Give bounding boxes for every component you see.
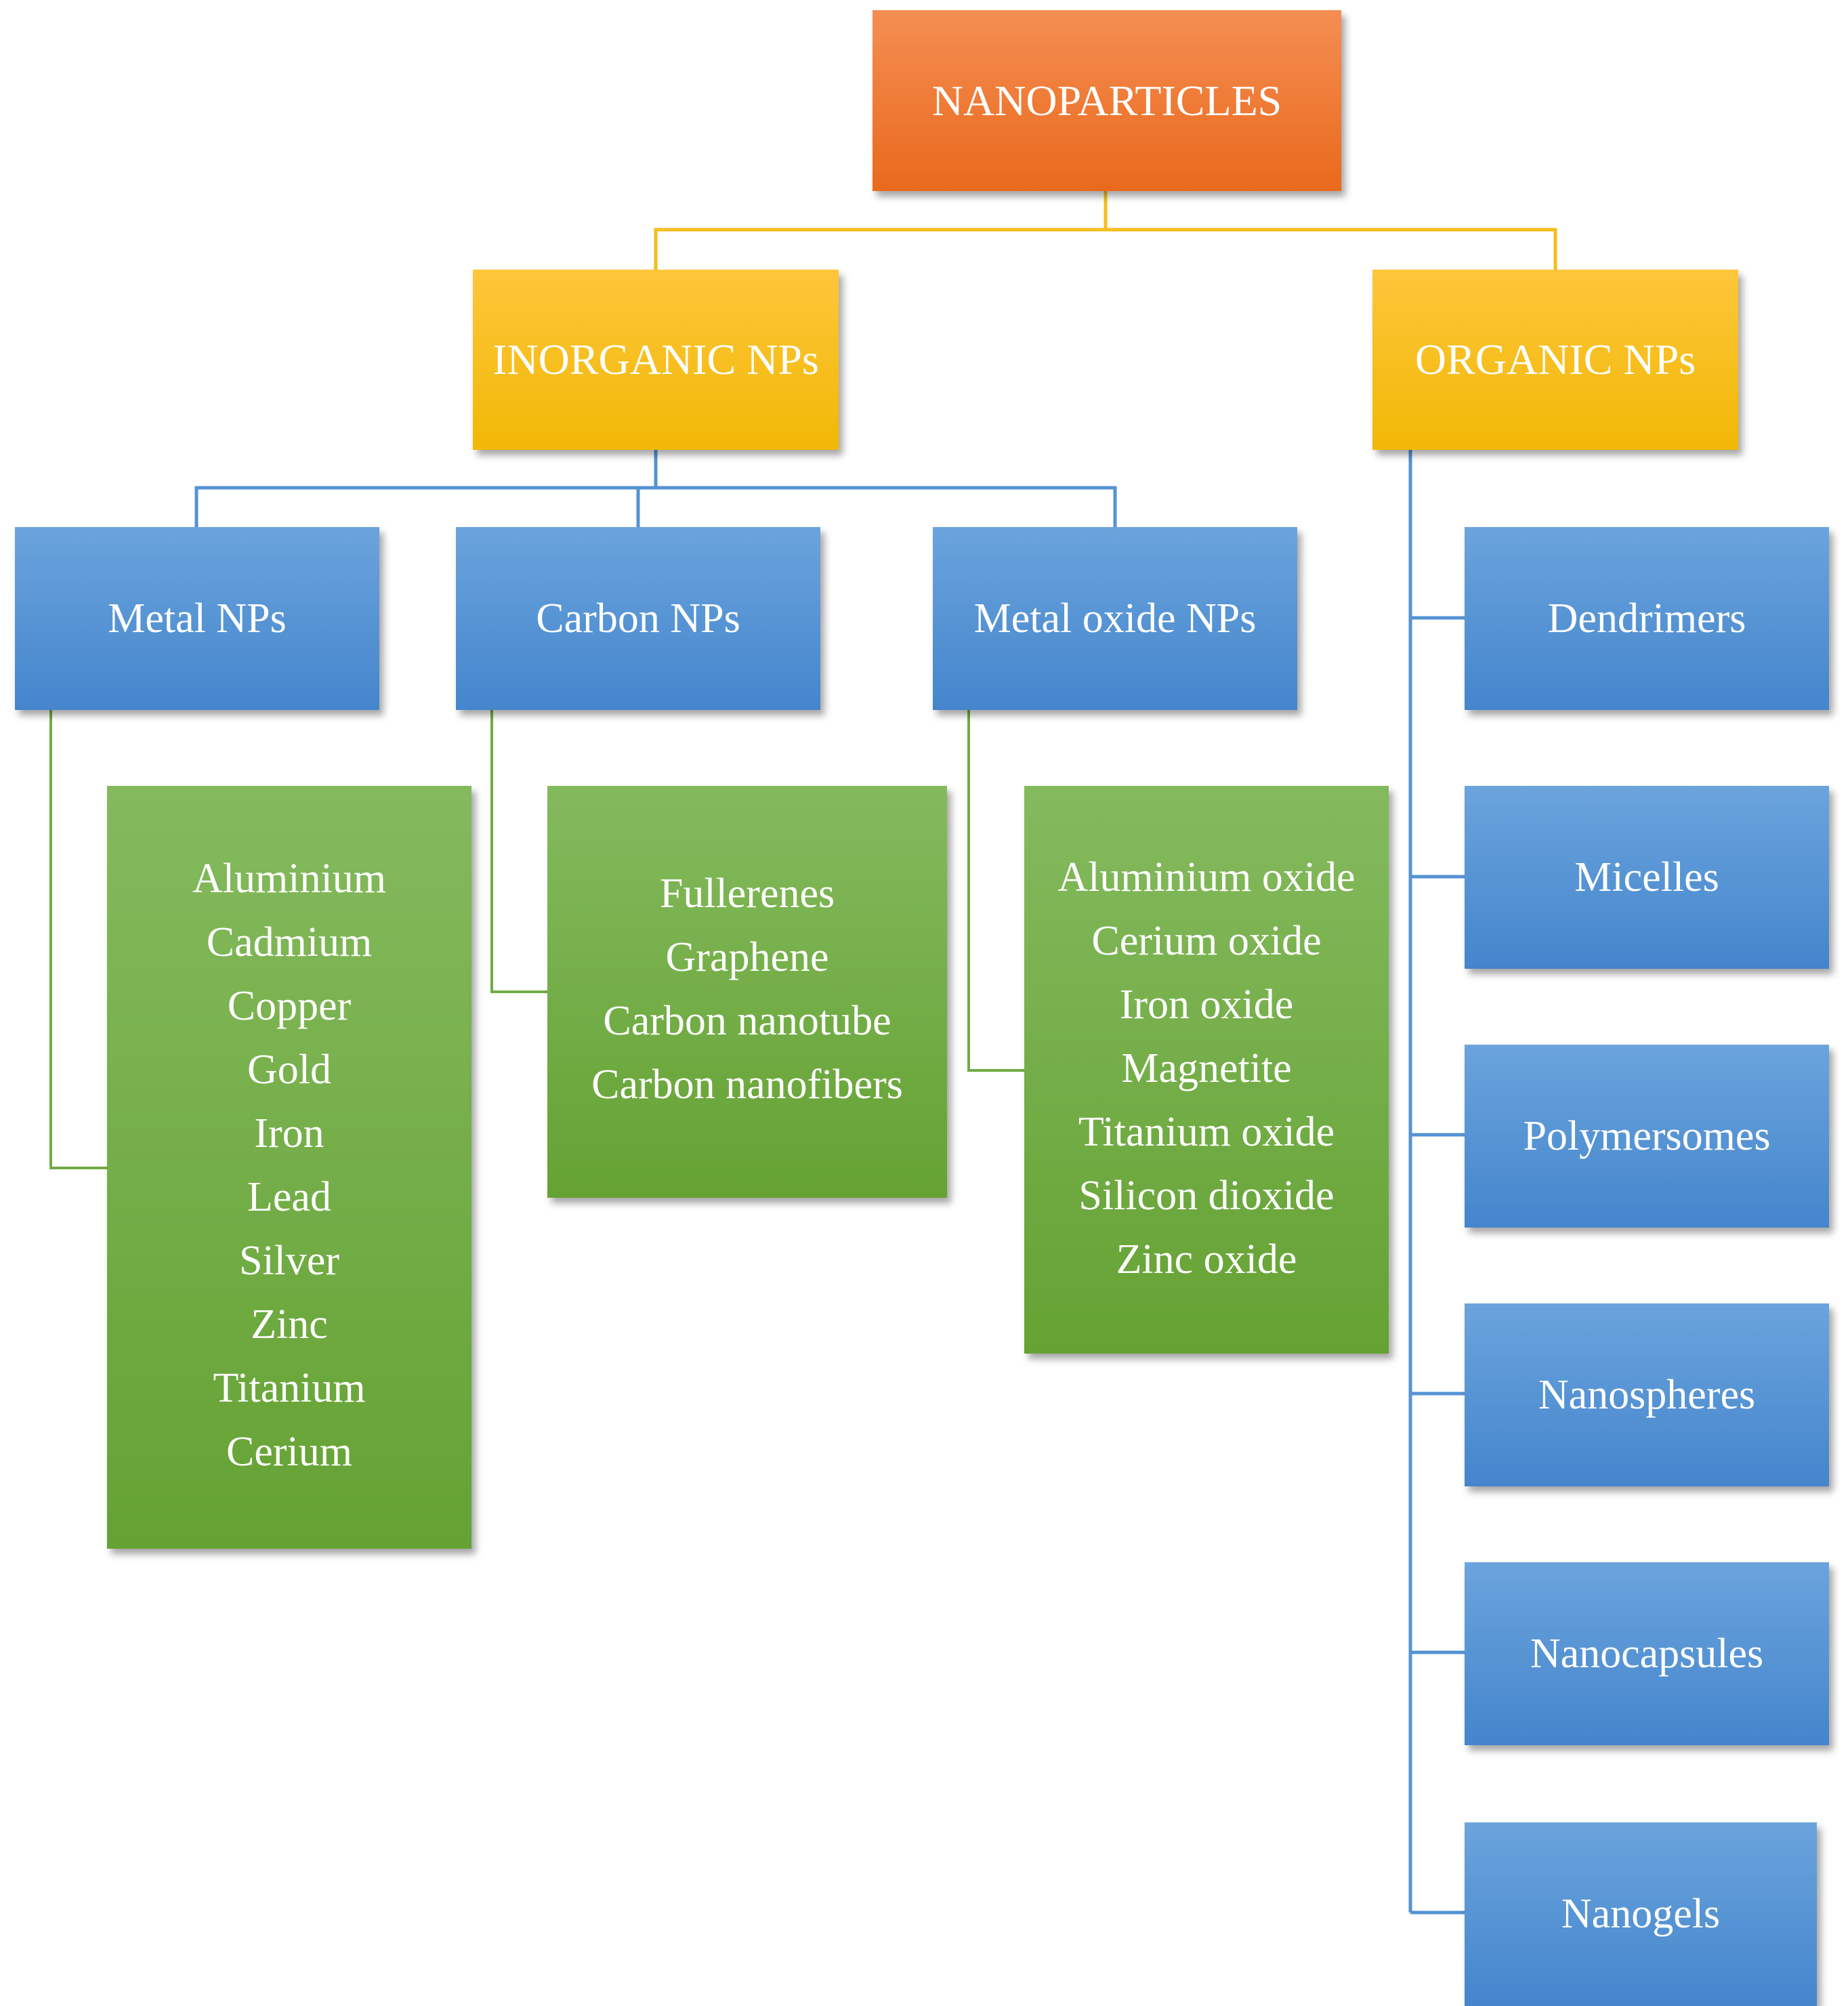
list-item: Cadmium: [206, 919, 373, 965]
list-item: Carbon nanofibers: [591, 1062, 903, 1108]
list-item: Magnetite: [1121, 1045, 1292, 1091]
organic-item-nanocapsules: Nanocapsules: [1465, 1562, 1829, 1745]
organic-item-label: Dendrimers: [1547, 595, 1746, 642]
list-item: Copper: [227, 983, 352, 1029]
list-item: Lead: [247, 1174, 331, 1220]
organic-item-nanogels: Nanogels: [1465, 1822, 1817, 2006]
organic-item-label: Polymersomes: [1523, 1112, 1771, 1159]
list-item: Gold: [247, 1047, 331, 1093]
organic-item-label: Nanogels: [1561, 1891, 1721, 1937]
list-item: Cerium oxide: [1091, 918, 1322, 964]
inorganic-node: INORGANIC NPs: [473, 270, 839, 450]
list-item: Titanium oxide: [1078, 1109, 1335, 1155]
organic-item-dendrimers: Dendrimers: [1465, 527, 1829, 710]
organic-node-label: ORGANIC NPs: [1414, 335, 1696, 383]
organic-item-label: Nanocapsules: [1530, 1630, 1764, 1677]
list-item: Silicon dioxide: [1078, 1173, 1335, 1219]
metal-nps-node: Metal NPs: [15, 527, 379, 710]
list-item: Iron: [254, 1110, 324, 1156]
organic-item-polymersomes: Polymersomes: [1465, 1045, 1829, 1228]
carbon-nps-label: Carbon NPs: [536, 595, 740, 642]
connector-inorganic-metal-oxide: [656, 486, 1117, 527]
metal-oxide-nps-label: Metal oxide NPs: [973, 595, 1257, 642]
metal-nps-list: Aluminium Cadmium Copper Gold Iron Lead …: [107, 786, 471, 1549]
list-item: Zinc: [251, 1301, 328, 1347]
organic-item-micelles: Micelles: [1465, 786, 1829, 969]
list-item: Cerium: [226, 1429, 352, 1475]
list-item: Zinc oxide: [1116, 1236, 1297, 1282]
list-item: Carbon nanotube: [603, 998, 891, 1044]
metal-oxide-nps-list: Aluminium oxide Cerium oxide Iron oxide …: [1024, 786, 1389, 1354]
connector-root-organic: [1106, 228, 1557, 270]
root-node: NANOPARTICLES: [873, 10, 1341, 191]
list-item: Aluminium: [192, 856, 386, 902]
carbon-nps-node: Carbon NPs: [456, 527, 820, 710]
organic-item-label: Nanospheres: [1538, 1371, 1756, 1418]
connector-inorganic-metal: [194, 450, 658, 527]
list-item: Aluminium oxide: [1057, 854, 1356, 900]
inorganic-node-label: INORGANIC NPs: [492, 335, 819, 383]
list-item: Iron oxide: [1119, 982, 1294, 1028]
organic-item-label: Micelles: [1574, 854, 1719, 900]
connector-metal-oxide-list: [967, 710, 1024, 1072]
root-node-label: NANOPARTICLES: [931, 76, 1282, 125]
list-item: Fullerenes: [659, 871, 835, 917]
list-item: Silver: [238, 1238, 340, 1284]
metal-oxide-nps-node: Metal oxide NPs: [933, 527, 1297, 710]
metal-nps-label: Metal NPs: [108, 595, 287, 642]
organic-node: ORGANIC NPs: [1372, 270, 1738, 450]
carbon-nps-list: Fullerenes Graphene Carbon nanotube Carb…: [547, 786, 947, 1198]
organic-item-nanospheres: Nanospheres: [1465, 1303, 1829, 1486]
connector-root-inorganic: [654, 191, 1108, 270]
connector-metal-list: [49, 710, 107, 1169]
list-item: Graphene: [665, 934, 829, 980]
list-item: Titanium: [213, 1365, 366, 1411]
connector-carbon-list: [490, 710, 547, 993]
